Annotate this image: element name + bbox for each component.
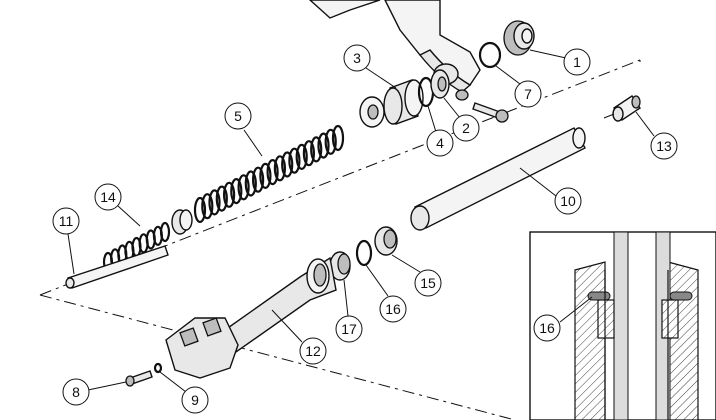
- callout-11: 11: [52, 207, 80, 275]
- svg-text:4: 4: [436, 135, 444, 151]
- part-2-bushing: [430, 69, 450, 99]
- spring-coil: [295, 143, 308, 170]
- part-8-bolt: [125, 370, 153, 387]
- part-12-outer-slider: [165, 256, 337, 379]
- part-15-oil-seal: [374, 226, 398, 256]
- svg-text:16: 16: [385, 301, 401, 317]
- spring-coil: [324, 128, 337, 155]
- svg-text:8: 8: [72, 384, 80, 400]
- callout-8: 8: [62, 378, 127, 406]
- svg-text:3: 3: [353, 50, 361, 66]
- svg-text:2: 2: [462, 120, 470, 136]
- triple-clamp: [308, 0, 481, 101]
- inset-callout-16: 16: [533, 314, 561, 342]
- svg-text:15: 15: [420, 275, 436, 291]
- spring-coil: [201, 193, 214, 220]
- svg-text:12: 12: [305, 343, 321, 359]
- part-3-spacer-stack: [359, 79, 424, 128]
- callout-13: 13: [635, 111, 678, 160]
- spring-coil: [215, 185, 228, 212]
- part-11-damper-rod: [65, 245, 169, 289]
- svg-text:17: 17: [341, 321, 357, 337]
- part-5-spring: [193, 124, 345, 224]
- part-13-plug: [603, 95, 641, 122]
- part-16-clip: [355, 239, 373, 267]
- spring-coil: [159, 221, 171, 243]
- spring-coil: [237, 174, 250, 201]
- spring-coil: [193, 196, 207, 224]
- spring-coil: [288, 147, 301, 174]
- spring-coil: [266, 159, 279, 186]
- part-14-spring: [102, 209, 193, 273]
- spring-coil: [252, 166, 265, 193]
- callout-2: 2: [443, 97, 480, 142]
- part-17-dust-seal: [329, 251, 351, 281]
- callouts: 1 7 3 2 4 5 13: [52, 44, 678, 414]
- callout-4: 4: [426, 105, 454, 157]
- spring-coil: [317, 132, 330, 159]
- clamp-bolt: [472, 102, 509, 123]
- spring-coil: [273, 155, 286, 182]
- spring-coil: [302, 140, 315, 167]
- svg-text:5: 5: [234, 108, 242, 124]
- callout-14: 14: [94, 183, 141, 227]
- callout-16: 16: [365, 264, 407, 323]
- part-1-cap: [503, 20, 535, 56]
- callout-17: 17: [335, 279, 363, 343]
- spring-coil: [259, 162, 272, 189]
- callout-3: 3: [343, 44, 397, 89]
- svg-text:14: 14: [100, 189, 116, 205]
- part-9-washer: [153, 362, 163, 374]
- callout-7: 7: [495, 65, 542, 108]
- svg-text:16: 16: [539, 320, 555, 336]
- svg-text:9: 9: [191, 392, 199, 408]
- callout-9: 9: [159, 371, 209, 414]
- callout-5: 5: [224, 102, 263, 157]
- spring-coil: [331, 124, 345, 152]
- spring-coil: [208, 189, 221, 216]
- spring-coil: [244, 170, 257, 197]
- spring-coil: [281, 151, 294, 178]
- part-7-oring: [478, 41, 502, 69]
- svg-text:10: 10: [560, 193, 576, 209]
- svg-text:13: 13: [656, 138, 672, 154]
- callout-1: 1: [529, 48, 591, 76]
- callout-15: 15: [391, 254, 442, 297]
- spring-coil: [223, 181, 236, 208]
- part-10-fork-tube: [410, 127, 586, 231]
- svg-text:7: 7: [524, 86, 532, 102]
- svg-text:1: 1: [573, 54, 581, 70]
- callout-12: 12: [271, 309, 327, 365]
- callout-10: 10: [519, 167, 582, 215]
- svg-text:11: 11: [59, 213, 74, 229]
- inset-detail: 16: [529, 231, 716, 420]
- spring-coil: [230, 178, 243, 205]
- spring-coil: [310, 136, 323, 163]
